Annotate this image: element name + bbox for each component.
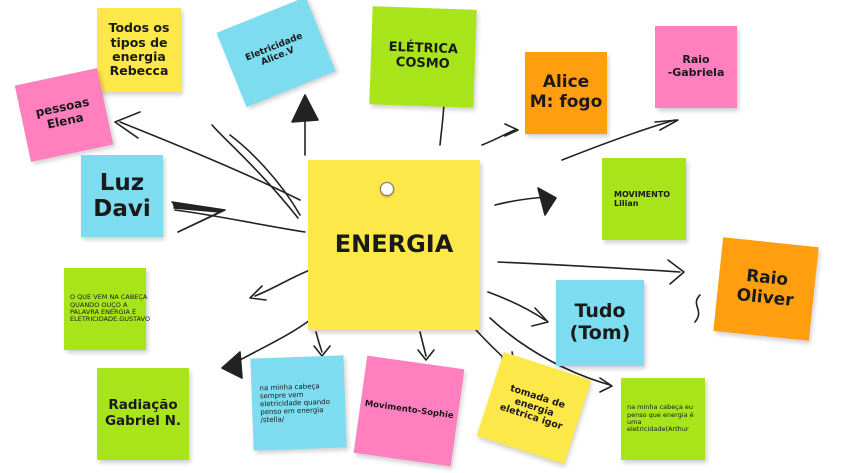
note-movimento-sophie[interactable]: Movimento-Sophie [353, 355, 465, 467]
arrow-to-pessoas [119, 121, 301, 201]
arrowhead-tudo [531, 307, 549, 327]
note-raio-oliver[interactable]: Raio Oliver [713, 237, 819, 341]
arrow-to-eletricidade-2 [211, 124, 299, 219]
arrow-to-oliver [497, 261, 681, 273]
note-eletrica-cosmo[interactable]: ELÉTRICA COSMO [369, 6, 477, 108]
arrow-to-sophie [419, 331, 427, 357]
arrow-to-eletricidade [229, 134, 301, 216]
arrow-to-arthur [489, 317, 611, 386]
note-radiacao[interactable]: Radiação Gabriel N. [97, 368, 189, 460]
center-note[interactable]: ENERGIA [308, 160, 480, 330]
arrowhead-pessoas [114, 111, 141, 139]
arrowhead-gustavo [249, 285, 267, 301]
arrow-to-gustavo [254, 269, 311, 297]
arrow-to-radiacao [239, 319, 311, 361]
arrow-to-raiog [561, 119, 676, 161]
arrowhead-luz [171, 201, 226, 233]
arrowhead-sophie [417, 349, 435, 361]
arrow-to-stella [315, 331, 323, 353]
squiggle-oliver [694, 294, 701, 323]
note-raio-gabriela[interactable]: Raio -Gabriela [655, 26, 737, 108]
arrowhead-lilian [537, 187, 557, 216]
note-tudo-tom[interactable]: Tudo (Tom) [556, 280, 644, 366]
note-gustavo[interactable]: O QUE VEM NA CABEÇA QUANDO OUÇO A PALAVR… [64, 268, 150, 350]
note-movimento-lilian[interactable]: MOVIMENTO Lilian [602, 158, 686, 240]
arrow-to-tudo [487, 291, 546, 321]
note-alice-fogo[interactable]: Alice M: fogo [525, 52, 607, 134]
arrow-to-alicefogo [481, 129, 516, 146]
center-note-label: ENERGIA [334, 230, 454, 259]
note-arthur[interactable]: na minha cabeça eu penso que energia é u… [621, 378, 705, 460]
pin-icon [380, 182, 394, 196]
note-todos-rebecca[interactable]: Todos os tipos de energia Rebecca [97, 8, 181, 92]
arrowhead-oliver [667, 259, 685, 285]
arrowhead-alicefogo [504, 123, 519, 137]
arrowhead-raiog [654, 119, 679, 131]
arrow-to-luz [174, 209, 306, 233]
note-luz-davi[interactable]: Luz Davi [81, 155, 163, 237]
note-stella[interactable]: na minha cabeça sempre vem eletricidade … [250, 355, 347, 451]
arrowhead-arthur [599, 377, 613, 393]
arrowhead-radiacao [221, 351, 243, 379]
